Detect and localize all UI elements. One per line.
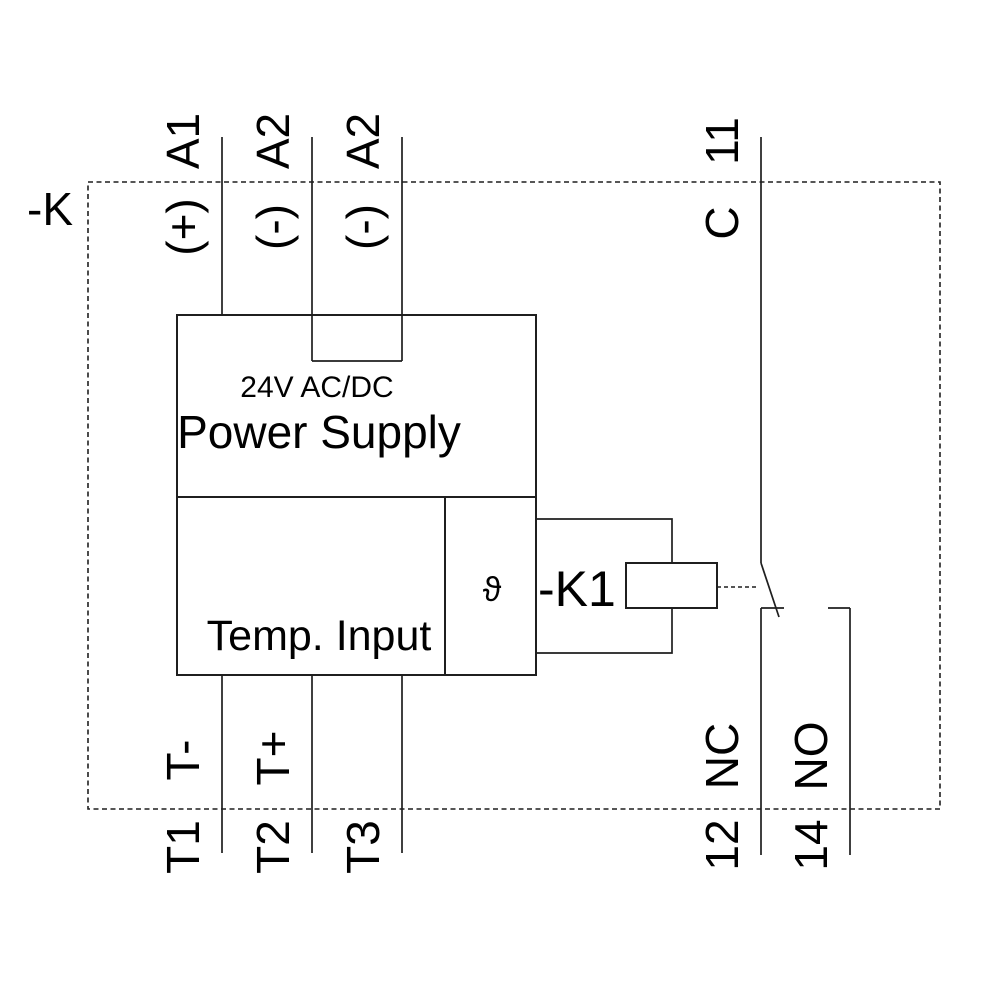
terminal-id-11: 11	[696, 117, 748, 165]
temperature-sensor-icon: ϑ	[483, 571, 502, 609]
terminal-function-no: NO	[785, 722, 837, 791]
terminal-id-14: 14	[785, 819, 837, 870]
relay-coil-label: -K1	[538, 561, 616, 617]
terminal-polarity-minus-first: (-)	[247, 204, 299, 250]
terminal-id-a2-second: A2	[337, 113, 389, 169]
power-supply-voltage: 24V AC/DC	[240, 371, 393, 404]
device-boundary-box	[87, 181, 941, 810]
power-supply-name: Power Supply	[177, 406, 461, 458]
terminal-id-t3: T3	[337, 820, 389, 874]
temp-input-box	[176, 496, 537, 676]
top-terminal-labels: A1 (+) A2 (-) A2 (-) 11 C	[157, 113, 748, 256]
terminal-id-t1: T1	[157, 820, 209, 874]
terminal-id-a2-first: A2	[247, 113, 299, 169]
terminal-function-nc: NC	[696, 723, 748, 789]
terminal-function-t-plus: T+	[247, 731, 299, 786]
terminal-id-t2: T2	[247, 820, 299, 874]
power-supply-box	[176, 314, 537, 498]
terminal-function-t-minus: T-	[157, 740, 209, 781]
device-label: -K	[27, 183, 73, 235]
terminal-id-a1: A1	[157, 113, 209, 169]
terminal-id-12: 12	[696, 819, 748, 870]
temp-input-name: Temp. Input	[207, 612, 432, 660]
terminal-polarity-minus-second: (-)	[337, 204, 389, 250]
bottom-terminal-labels: T- T1 T+ T2 T3 NC 12 NO 14	[157, 722, 837, 874]
switch-blade	[760, 562, 780, 618]
terminal-common-c: C	[696, 206, 748, 239]
terminal-polarity-plus: (+)	[157, 198, 209, 256]
relay-coil	[625, 562, 718, 609]
